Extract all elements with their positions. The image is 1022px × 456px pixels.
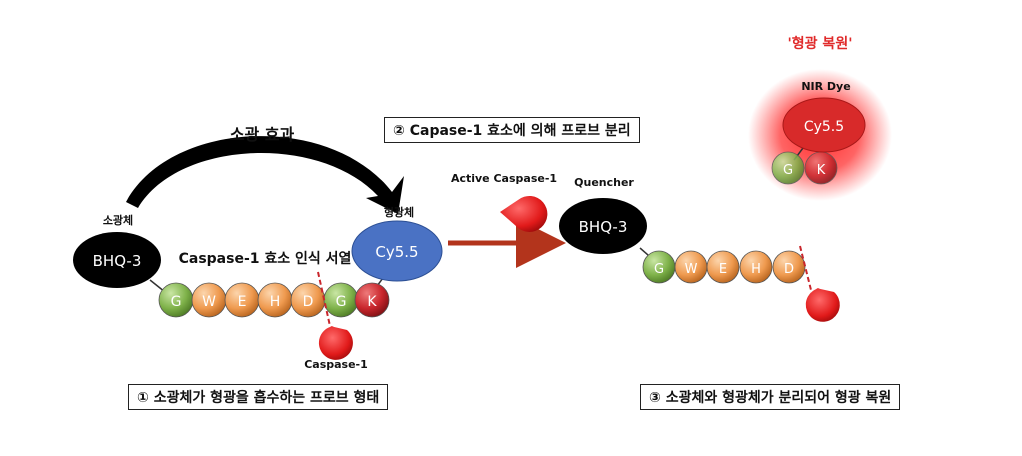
- caspase-enzyme-icon: [318, 326, 353, 360]
- residue-bead: G: [323, 282, 359, 318]
- right-residue-chain: G W E H D: [642, 250, 806, 284]
- quench-effect-label: 소광 효과: [230, 125, 295, 144]
- quencher-name: BHQ-3: [579, 218, 628, 236]
- residue-bead: K: [804, 151, 838, 185]
- dye-name: Cy5.5: [804, 119, 844, 135]
- residue-letter: G: [171, 294, 182, 310]
- quencher-ellipse: [73, 232, 161, 288]
- quencher-label: 소광체: [103, 213, 133, 227]
- fluorophore-label: 형광체: [384, 205, 414, 219]
- residue-bead: E: [706, 250, 740, 284]
- residue-bead: G: [642, 250, 676, 284]
- residue-letter: H: [751, 262, 761, 277]
- residue-letter: W: [202, 294, 216, 310]
- dye-ellipse: [782, 97, 866, 153]
- residue-bead: G: [771, 151, 805, 185]
- middle-step: Active Caspase-1: [448, 172, 566, 268]
- residue-letter: D: [303, 294, 314, 310]
- residue-bead: K: [354, 282, 390, 318]
- residue-letter: E: [238, 294, 247, 310]
- right-probe: '형광 복원' NIR Dye G K Cy5.5 Quencher G: [559, 35, 892, 322]
- cleavage-line: [799, 245, 813, 295]
- left-residue-chain: G W E H D G K: [158, 282, 390, 318]
- caspase-enzyme-icon: [805, 288, 840, 322]
- quencher-ellipse: [559, 198, 647, 254]
- fluorophore-ellipse: [351, 220, 443, 282]
- residue-bead: D: [772, 250, 806, 284]
- caption-box-1: ① 소광체가 형광을 흡수하는 프로브 형태: [128, 384, 389, 410]
- active-enzyme-label: Active Caspase-1: [451, 172, 557, 185]
- restored-label: '형광 복원': [788, 35, 853, 52]
- residue-bead: W: [674, 250, 708, 284]
- residue-bead: G: [158, 282, 194, 318]
- caption-box-3: ③ 소광체와 형광체가 분리되어 형광 복원: [640, 384, 901, 410]
- quencher-name: BHQ-3: [93, 252, 142, 270]
- sequence-label: Caspase-1 효소 인식 서열: [179, 250, 352, 267]
- residue-bead: E: [224, 282, 260, 318]
- residue-bead: H: [739, 250, 773, 284]
- step-box-2: ② Capase-1 효소에 의해 프로브 분리: [384, 117, 640, 143]
- residue-letter: W: [685, 262, 698, 277]
- enzyme-label: Caspase-1: [304, 358, 368, 371]
- fluorophore-name: Cy5.5: [375, 243, 418, 261]
- residue-bead: W: [191, 282, 227, 318]
- left-probe: 소광 효과 G W E H D: [73, 125, 443, 371]
- dye-label: NIR Dye: [801, 80, 850, 93]
- residue-letter: K: [817, 163, 826, 178]
- residue-letter: E: [719, 262, 727, 277]
- dye-residue-chain: G K: [771, 151, 838, 185]
- residue-bead: D: [290, 282, 326, 318]
- quench-effect-arrow: [126, 136, 404, 214]
- residue-letter: G: [654, 262, 664, 277]
- cleavage-line: [317, 271, 331, 327]
- residue-letter: D: [784, 262, 794, 277]
- residue-letter: H: [270, 294, 281, 310]
- residue-letter: G: [783, 163, 793, 178]
- residue-bead: H: [257, 282, 293, 318]
- residue-letter: K: [367, 294, 377, 310]
- quencher-label-en: Quencher: [574, 176, 634, 189]
- residue-letter: G: [336, 294, 347, 310]
- active-caspase-icon: [500, 195, 548, 232]
